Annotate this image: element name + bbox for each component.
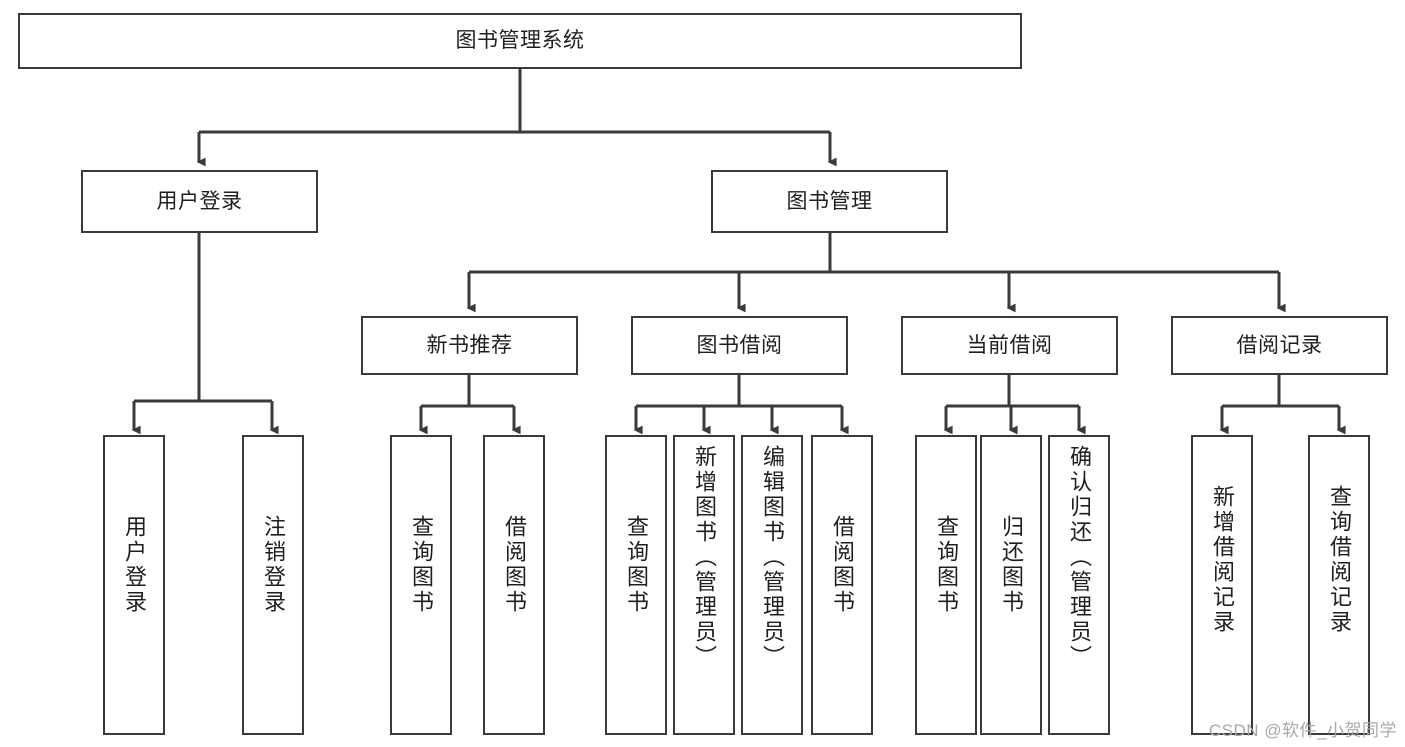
leaf-borrow-edit-book-admin[interactable]: 编辑图书（管理员） <box>741 435 803 735</box>
leaf-borrow-add-book-admin[interactable]: 新增图书（管理员） <box>673 435 735 735</box>
node-label: 新增借阅记录 <box>1210 485 1235 635</box>
leaf-borrow-borrow-book[interactable]: 借阅图书 <box>811 435 873 735</box>
leaf-current-confirm-return-admin[interactable]: 确认归还（管理员） <box>1048 435 1110 735</box>
node-label: 图书管理系统 <box>455 29 585 53</box>
node-new-book-recommend[interactable]: 新书推荐 <box>361 316 578 375</box>
node-label: 借阅图书 <box>830 515 855 615</box>
node-book-borrow[interactable]: 图书借阅 <box>631 316 848 375</box>
leaf-user-login-logout[interactable]: 注销登录 <box>242 435 304 735</box>
watermark-text: CSDN @软件_小贺同学 <box>1208 721 1397 740</box>
node-label: 当前借阅 <box>966 333 1053 357</box>
node-label: 借阅记录 <box>1236 333 1323 357</box>
node-book-management[interactable]: 图书管理 <box>711 170 948 233</box>
node-label: 查询图书 <box>409 515 434 615</box>
node-label: 注销登录 <box>261 515 286 615</box>
node-label: 图书借阅 <box>696 333 783 357</box>
leaf-current-return-book[interactable]: 归还图书 <box>980 435 1042 735</box>
leaf-record-query-record[interactable]: 查询借阅记录 <box>1308 435 1370 735</box>
node-label: 用户登录 <box>156 189 243 213</box>
node-label: 查询图书 <box>934 515 959 615</box>
node-user-login[interactable]: 用户登录 <box>81 170 318 233</box>
leaf-record-add-record[interactable]: 新增借阅记录 <box>1191 435 1253 735</box>
node-label: 图书管理 <box>786 189 873 213</box>
leaf-recommend-query-book[interactable]: 查询图书 <box>390 435 452 735</box>
node-label: 归还图书 <box>999 515 1024 615</box>
leaf-recommend-borrow-book[interactable]: 借阅图书 <box>483 435 545 735</box>
leaf-user-login-login[interactable]: 用户登录 <box>103 435 165 735</box>
leaf-current-query-book[interactable]: 查询图书 <box>915 435 977 735</box>
node-label: 编辑图书（管理员） <box>760 445 785 670</box>
node-label: 借阅图书 <box>502 515 527 615</box>
leaf-borrow-query-book[interactable]: 查询图书 <box>605 435 667 735</box>
node-label: 查询图书 <box>624 515 649 615</box>
node-label: 新增图书（管理员） <box>692 445 717 670</box>
node-label: 确认归还（管理员） <box>1067 445 1092 670</box>
node-label: 用户登录 <box>122 515 147 615</box>
node-current-borrow[interactable]: 当前借阅 <box>901 316 1118 375</box>
node-borrow-record[interactable]: 借阅记录 <box>1171 316 1388 375</box>
node-root-system[interactable]: 图书管理系统 <box>18 13 1022 69</box>
node-label: 查询借阅记录 <box>1327 485 1352 635</box>
node-label: 新书推荐 <box>426 333 513 357</box>
